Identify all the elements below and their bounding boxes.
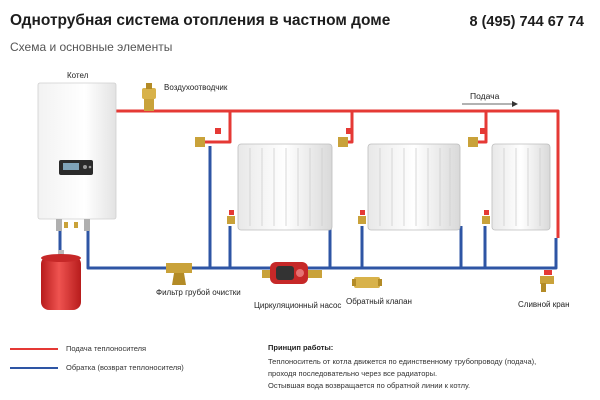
- coarse-filter: [166, 263, 192, 285]
- label-pump: Циркуляционный насос: [254, 301, 342, 310]
- circulation-pump: [262, 262, 322, 284]
- principle-line-1: Теплоноситель от котла движется по единс…: [268, 357, 537, 366]
- legend-return-line: [10, 367, 58, 369]
- legend-supply-label: Подача теплоносителя: [66, 344, 147, 353]
- legend-supply-line: [10, 348, 58, 350]
- legend-return-label: Обратка (возврат теплоносителя): [66, 363, 184, 372]
- page-subtitle: Схема и основные элементы: [10, 40, 173, 54]
- label-air-vent: Воздухоотводчик: [164, 83, 228, 92]
- label-boiler: Котел: [67, 71, 89, 80]
- radiator-2: [367, 143, 461, 231]
- principle-title: Принцип работы:: [268, 343, 334, 352]
- check-valve: [352, 277, 382, 288]
- radiator-3: [491, 143, 551, 231]
- air-vent: [142, 83, 156, 111]
- principle-line-2: проходя последовательно через все радиат…: [268, 369, 438, 378]
- drain-valve: [540, 270, 554, 292]
- label-check-valve: Обратный клапан: [346, 297, 412, 306]
- label-supply-flow: Подача: [470, 91, 500, 101]
- principle-line-3: Остывшая вода возвращается по обратной л…: [268, 381, 471, 390]
- expansion-tank: [41, 250, 81, 310]
- label-drain-valve: Сливной кран: [518, 300, 570, 309]
- boiler: [37, 82, 117, 231]
- flow-arrow: [462, 101, 518, 107]
- radiator-1: [237, 143, 333, 231]
- radiator-valves: [195, 128, 490, 224]
- label-filter: Фильтр грубой очистки: [156, 288, 241, 297]
- return-pipe: [58, 146, 558, 270]
- phone-number[interactable]: 8 (495) 744 67 74: [469, 14, 584, 30]
- page-title: Однотрубная система отопления в частном …: [10, 12, 391, 29]
